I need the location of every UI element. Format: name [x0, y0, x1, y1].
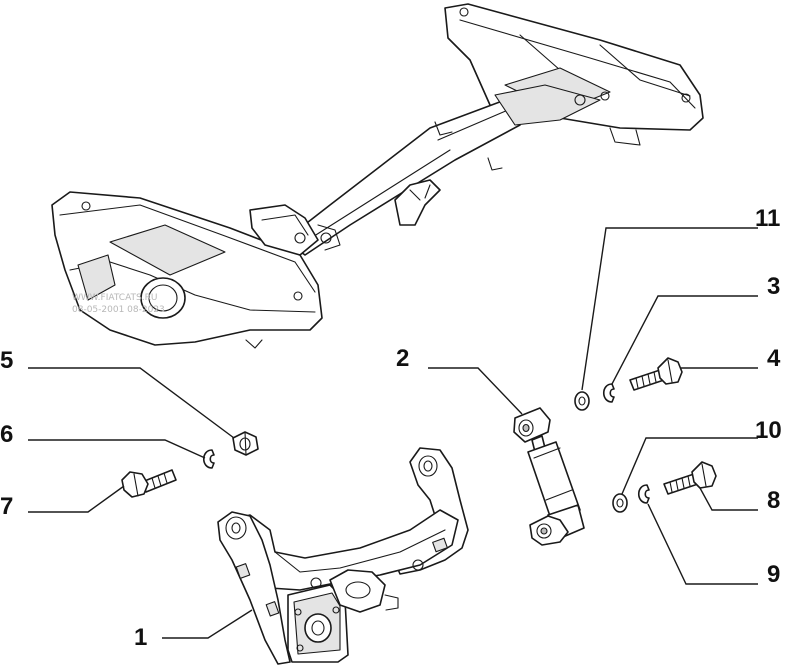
- spring-washer-upper[interactable]: [602, 383, 615, 403]
- callout-11: 11: [755, 205, 780, 232]
- callout-1: 1: [134, 624, 147, 651]
- bolt-left[interactable]: [121, 469, 177, 498]
- leader-8: [699, 487, 758, 511]
- leader-lines: [28, 227, 758, 639]
- callout-9: 9: [767, 561, 780, 588]
- leader-11: [581, 227, 758, 391]
- nut-left[interactable]: [232, 431, 259, 456]
- bolt-upper[interactable]: [629, 357, 683, 391]
- watermark-line-2: 08-05-2001 08-2023: [72, 305, 165, 315]
- callout-2: 2: [396, 345, 409, 372]
- rear-crossmember: [51, 3, 704, 349]
- leader-3: [611, 295, 758, 385]
- trailing-arm-bracket[interactable]: [217, 447, 469, 665]
- watermark-line-1: WWW.FIATCATS.RU: [72, 293, 157, 303]
- callout-numbers: 1 2 3 4 5 6 7 8 9 10 11: [0, 205, 782, 651]
- leader-6: [28, 439, 206, 459]
- callout-4: 4: [767, 345, 781, 372]
- leader-5: [28, 367, 235, 439]
- shock-absorber[interactable]: [513, 407, 585, 546]
- leader-2: [428, 367, 523, 415]
- spring-washer-left[interactable]: [202, 449, 215, 469]
- callout-7: 7: [0, 493, 13, 520]
- callout-8: 8: [767, 487, 780, 514]
- washer-lower[interactable]: [612, 493, 628, 513]
- leader-1: [162, 609, 253, 639]
- leader-10: [621, 437, 758, 495]
- callout-6: 6: [0, 421, 13, 448]
- callout-5: 5: [0, 347, 13, 374]
- washer-upper[interactable]: [574, 391, 590, 411]
- bolt-lower[interactable]: [663, 461, 717, 495]
- callout-3: 3: [767, 273, 780, 300]
- leader-9: [647, 503, 758, 585]
- spring-washer-lower[interactable]: [637, 484, 650, 504]
- callout-10: 10: [755, 417, 782, 444]
- leader-7: [28, 485, 125, 513]
